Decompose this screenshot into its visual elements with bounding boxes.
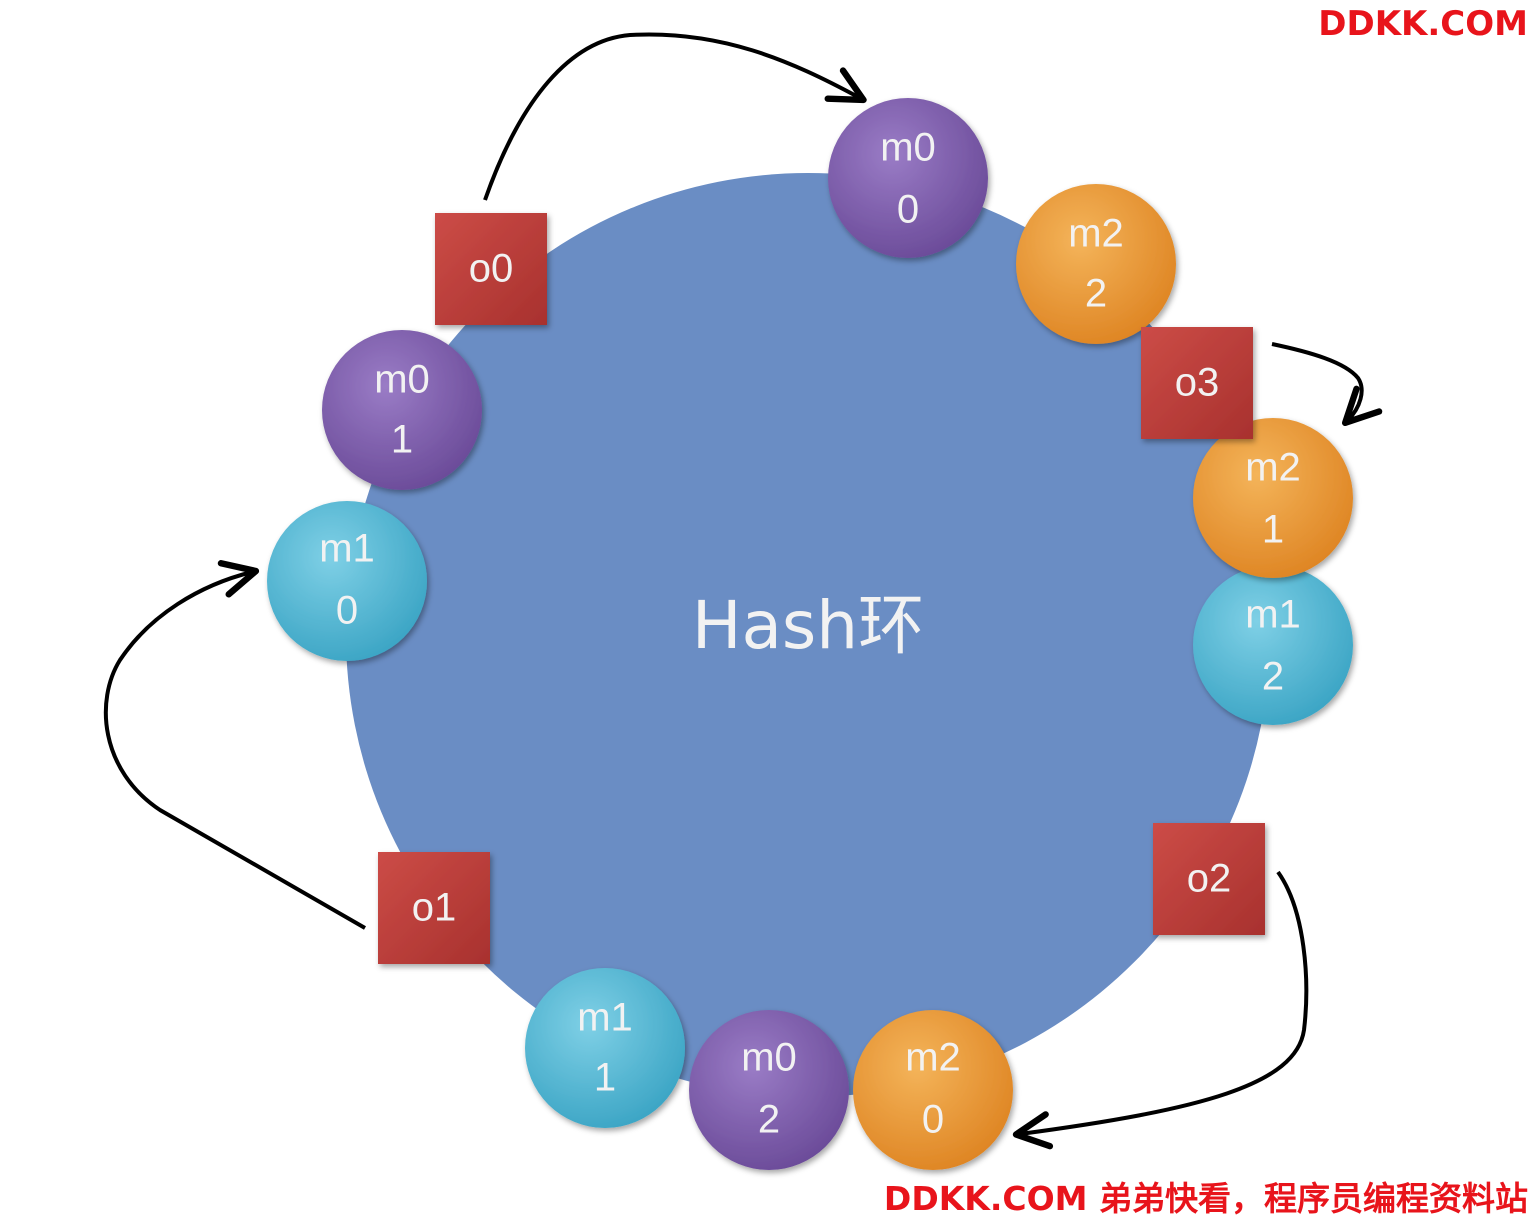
arrow-o3-to-m21 [1271,342,1383,427]
object-label: o3 [1175,361,1220,405]
node-m12: m1 2 [1193,565,1353,725]
node-circle [1193,565,1353,725]
node-replica: 0 [336,589,358,633]
object-box [1141,327,1253,439]
node-name: m1 [319,527,375,571]
node-replica: 0 [897,188,919,232]
node-replica: 1 [391,418,413,462]
object-o1: o1 [378,852,490,964]
node-m10: m1 0 [267,501,427,661]
object-label: o0 [469,247,514,291]
hash-ring-label: Hash环 [692,587,924,664]
arrow-o2-to-m20 [1012,870,1309,1150]
node-replica: 2 [1262,655,1284,699]
mapping-arrows [103,32,1383,1150]
node-m22: m2 2 [1016,184,1176,344]
node-replica: 1 [1262,508,1284,552]
hash-ring: Hash环 [346,173,1270,1097]
node-circle [689,1010,849,1170]
node-replica: 2 [1085,272,1107,316]
object-label: o1 [412,886,457,930]
node-replica: 1 [594,1056,616,1100]
node-m21: m2 1 [1193,418,1353,578]
arrow-o1-to-m10 [103,560,367,930]
node-circle [525,968,685,1128]
node-replica: 0 [922,1098,944,1142]
server-nodes: m0 0 m2 2 m1 2 m2 1 m1 1 [267,98,1353,1170]
node-m01: m0 1 [322,330,482,490]
node-m02: m0 2 [689,1010,849,1170]
watermark-bottom: DDKK.COM 弟弟快看，程序员编程资料站 [883,1179,1528,1218]
object-o3: o3 [1141,327,1253,439]
object-box [435,213,547,325]
node-circle [853,1010,1013,1170]
node-name: m1 [1245,593,1301,637]
node-circle [828,98,988,258]
arrow-o0-to-m00 [483,32,867,201]
node-m00: m0 0 [828,98,988,258]
node-replica: 2 [758,1098,780,1142]
watermark-top: DDKK.COM [1318,4,1528,44]
node-name: m0 [374,358,430,402]
node-circle [1016,184,1176,344]
node-name: m2 [1245,446,1301,490]
object-box [1153,823,1265,935]
node-circle [267,501,427,661]
object-o0: o0 [435,213,547,325]
node-circle [1193,418,1353,578]
node-circle [322,330,482,490]
node-m20: m2 0 [853,1010,1013,1170]
node-name: m2 [905,1036,961,1080]
object-o2: o2 [1153,823,1265,935]
hash-ring-circle [346,173,1270,1097]
node-name: m0 [880,126,936,170]
node-name: m0 [741,1036,797,1080]
data-objects: o0 o3 o2 o1 [378,213,1265,964]
object-label: o2 [1187,857,1232,901]
node-name: m2 [1068,212,1124,256]
object-box [378,852,490,964]
node-m11: m1 1 [525,968,685,1128]
node-name: m1 [577,996,633,1040]
